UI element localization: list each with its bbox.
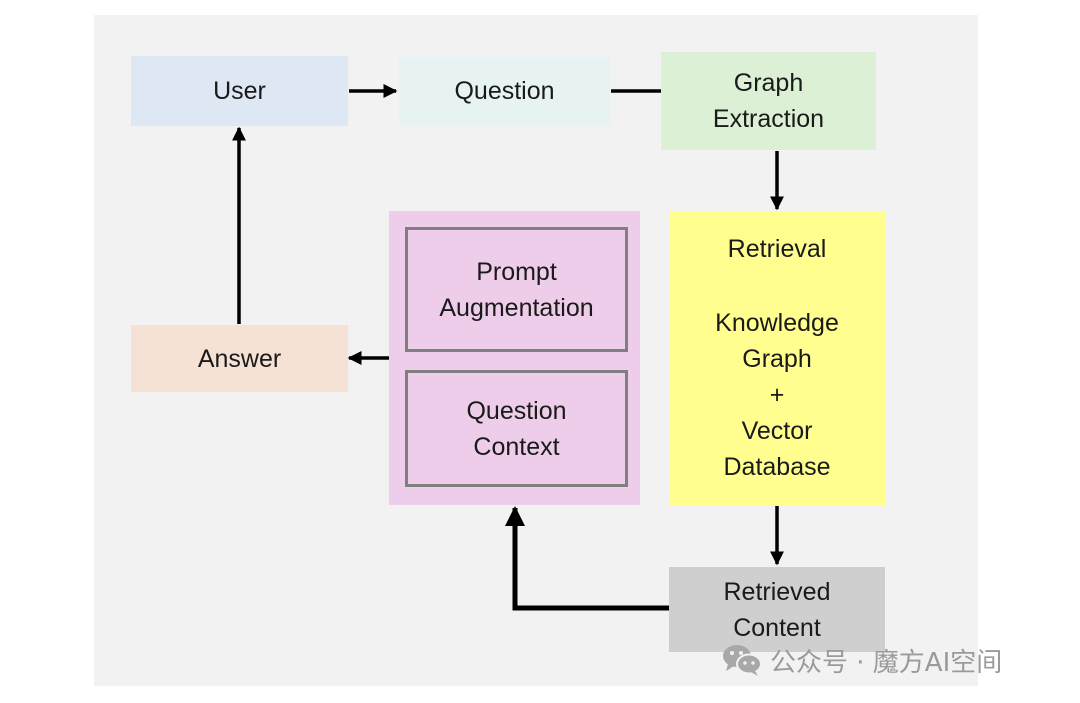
graph-extraction-node: Graph Extraction bbox=[661, 52, 876, 150]
prompt-augmentation-label: Prompt Augmentation bbox=[439, 257, 594, 322]
retrieved-content-label: Retrieved Content bbox=[723, 577, 831, 642]
watermark: 公众号 · 魔方AI空间 bbox=[722, 640, 1002, 680]
question-label: Question bbox=[454, 77, 555, 105]
answer-label: Answer bbox=[197, 344, 282, 373]
retrieval-line: Graph bbox=[742, 345, 812, 373]
retrieval-line: + bbox=[769, 381, 785, 409]
retrieval-line: Vector bbox=[741, 417, 813, 445]
user-label: User bbox=[213, 77, 266, 105]
prompt-group-node bbox=[389, 211, 640, 505]
retrieval-title: Retrieval bbox=[727, 235, 827, 263]
answer-node: Answer bbox=[131, 325, 348, 392]
arrow-retrieved-to-prompt bbox=[505, 506, 669, 611]
watermark-text: 公众号 · 魔方AI空间 bbox=[770, 647, 1003, 678]
user-node: User bbox=[131, 56, 348, 126]
question-node: Question bbox=[399, 57, 610, 125]
retrieval-line: Database bbox=[723, 453, 831, 481]
question-context-node: Question Context bbox=[405, 370, 628, 487]
graph-extraction-label: Graph Extraction bbox=[712, 69, 825, 133]
question-context-label: Question Context bbox=[466, 396, 567, 461]
retrieval-line: Knowledge bbox=[715, 309, 839, 337]
wechat-icon bbox=[723, 645, 762, 676]
retrieval-node: Retrieval Knowledge Graph + Vector Datab… bbox=[669, 211, 885, 505]
prompt-augmentation-node: Prompt Augmentation bbox=[405, 227, 628, 352]
retrieved-content-node: Retrieved Content bbox=[669, 567, 885, 652]
